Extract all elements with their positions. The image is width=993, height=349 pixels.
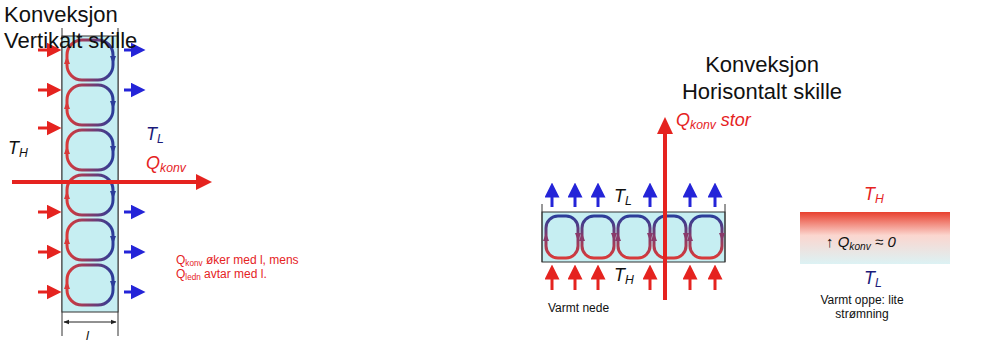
illustration-part (110, 56, 116, 64)
illustration-part (597, 190, 600, 207)
section-heading: Vertikalt skille (4, 28, 137, 53)
illustration-part (124, 211, 138, 214)
illustration-part (543, 233, 549, 241)
illustration-part (64, 281, 70, 289)
convection-rolls (543, 216, 725, 258)
illustration-part (689, 272, 692, 290)
illustration-part (67, 85, 113, 125)
illustration-part (64, 236, 70, 244)
temperature-label: TL (864, 268, 882, 289)
illustration-part (124, 291, 138, 294)
illustration-part (67, 220, 113, 260)
temperature-label: TH (864, 184, 884, 205)
illustration-part (110, 101, 116, 109)
heat-out-arrows (124, 50, 138, 292)
illustration-part (110, 191, 116, 199)
wall-line (542, 204, 543, 262)
illustration-part (615, 233, 621, 241)
illustration-part (597, 272, 600, 290)
dimension-label: l (86, 329, 89, 344)
heat-out-arrows (552, 190, 715, 207)
fluid-layer (542, 212, 725, 262)
heat-flow-arrowhead (657, 117, 673, 134)
illustration-part (687, 233, 693, 241)
illustration-part (582, 216, 614, 258)
illustration-part (124, 251, 138, 254)
illustration-part (38, 251, 54, 254)
illustration-part (649, 272, 652, 290)
illustration-part (714, 190, 717, 207)
illustration-part (38, 291, 54, 294)
illustration-part (64, 56, 70, 64)
temperature-label: TL (614, 186, 632, 207)
illustration-part (579, 233, 585, 241)
section-heading: Konveksjon (4, 2, 118, 27)
section-heading: Konveksjon (642, 52, 882, 77)
illustration-part (618, 216, 650, 258)
note-text: Varmt nede (548, 302, 609, 316)
note-text: Varmt oppe: lite strømning (816, 294, 908, 322)
illustration-part (110, 236, 116, 244)
temperature-label: TH (8, 138, 28, 159)
heat-flow-label: ↑ Qkonv ≈ 0 (826, 233, 896, 250)
temperature-label: TL (146, 124, 164, 145)
heat-flow-label: Qkonv stor (676, 110, 751, 131)
illustration-part (649, 190, 652, 207)
illustration-part (64, 191, 70, 199)
illustration-part (690, 216, 722, 258)
illustration-part (574, 272, 577, 290)
dimension-arrow (64, 322, 116, 323)
note-text: Qkonv øker med l, mens Qledn avtar med l… (176, 254, 326, 282)
temperature-label: TH (614, 265, 634, 286)
illustration-part (551, 272, 554, 290)
illustration-part (551, 190, 554, 207)
heat-in-arrows (552, 272, 715, 290)
illustration-part (38, 89, 54, 92)
illustration-part (546, 216, 578, 258)
heat-flow-label: Qkonv (146, 153, 186, 174)
heat-in-arrows (38, 50, 54, 292)
illustration-part (38, 211, 54, 214)
heat-flow-arrow (663, 132, 667, 300)
illustration-part (64, 101, 70, 109)
illustration-part (651, 233, 657, 241)
convection-rolls (64, 40, 116, 305)
heat-flow-arrowhead (196, 174, 212, 190)
illustration-part (110, 146, 116, 154)
section-heading: Horisontalt skille (642, 79, 882, 104)
illustration-part (67, 265, 113, 305)
illustration-part (67, 130, 113, 170)
illustration-part (124, 89, 138, 92)
stratified-layer (800, 212, 950, 264)
illustration-part (38, 127, 54, 130)
fluid-layer (62, 36, 118, 312)
illustration-part (689, 190, 692, 207)
illustration-part (654, 216, 686, 258)
illustration-part (110, 281, 116, 289)
illustration-part (64, 146, 70, 154)
illustration-part (574, 190, 577, 207)
illustration-part (719, 233, 725, 241)
heat-flow-arrow (12, 180, 198, 184)
illustration-part (714, 272, 717, 290)
